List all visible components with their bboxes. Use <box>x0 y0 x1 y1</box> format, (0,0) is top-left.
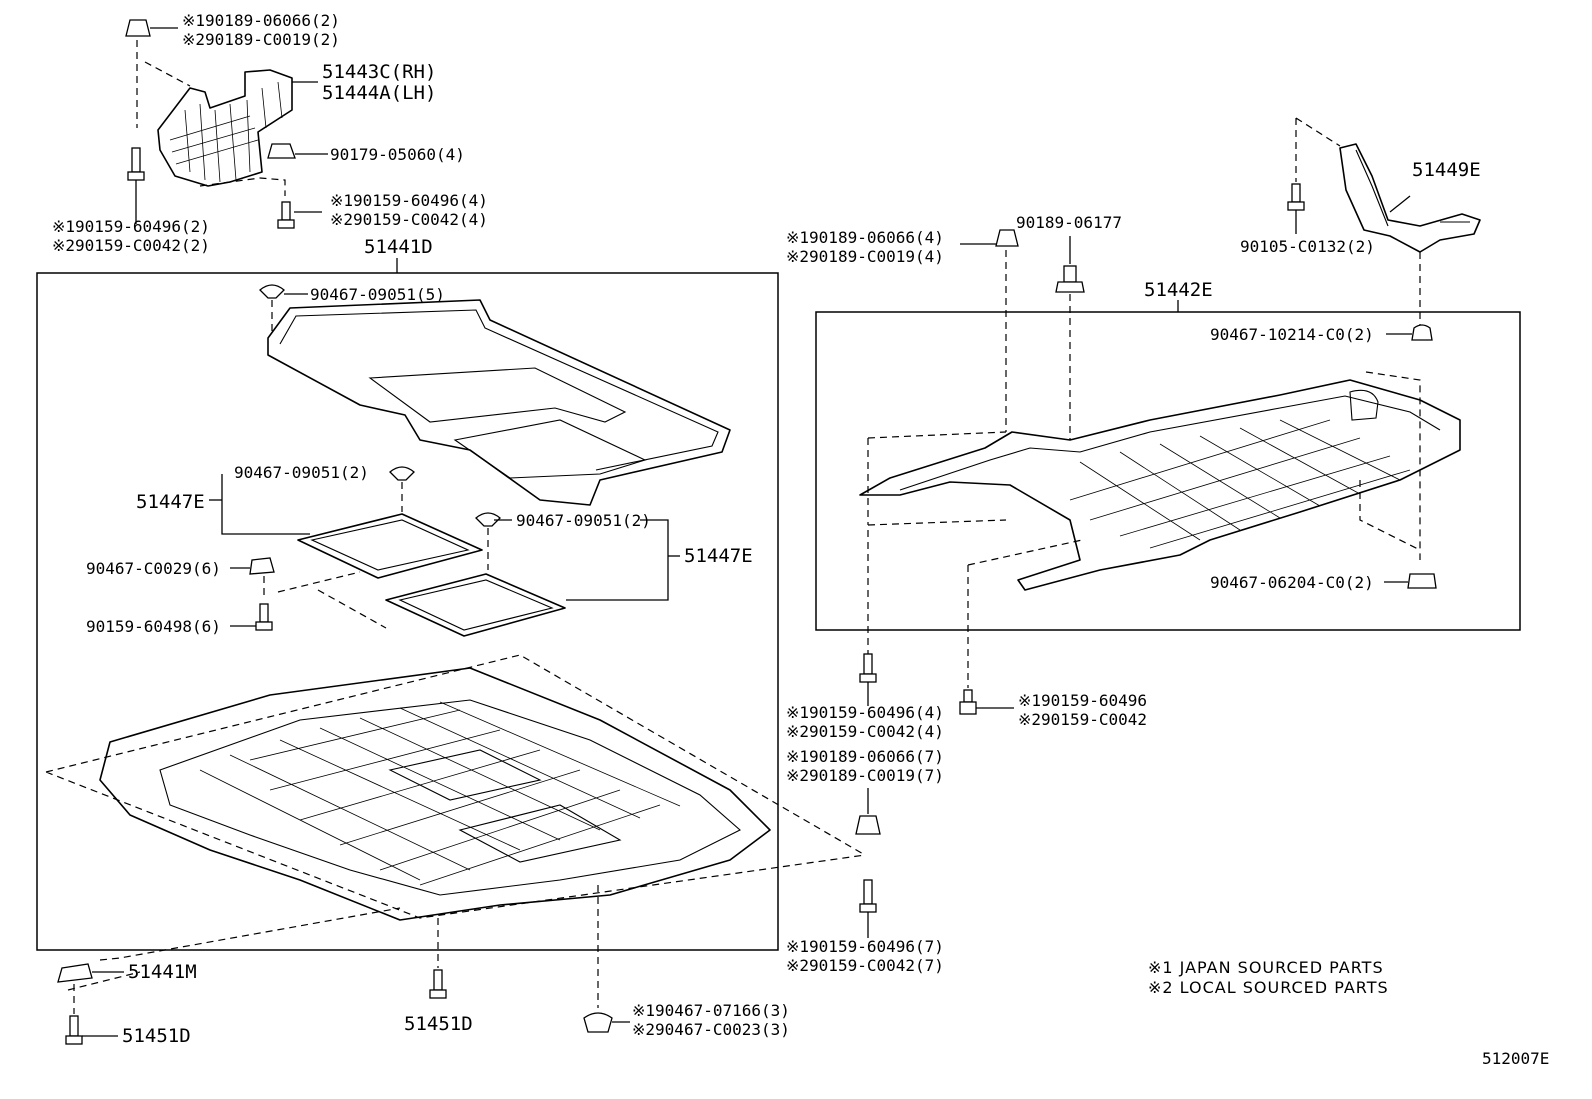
push-rivet-icon <box>259 284 285 299</box>
side-cover-assembly <box>125 19 328 229</box>
bolt-icon <box>859 653 877 683</box>
label-rb-local-a: ※290159-C0042(4) <box>786 722 944 741</box>
label-rb-japan-7: ※190159-60496(7) <box>786 937 944 956</box>
bolt-icon <box>1287 183 1305 211</box>
label-rb-japan-a: ※190159-60496(4) <box>786 703 944 722</box>
clip-icon <box>995 229 1019 247</box>
label-90467-2a: 90467-09051(2) <box>234 463 369 482</box>
label-rc-local-7: ※290189-C0019(7) <box>786 766 944 785</box>
bolt-icon <box>429 969 447 999</box>
small-panel-a <box>297 513 483 579</box>
label-90467-C0029: 90467-C0029(6) <box>86 559 221 578</box>
label-90179: 90179-05060(4) <box>330 145 465 164</box>
small-panel-b <box>385 573 566 637</box>
clip-icon <box>583 1012 613 1033</box>
assembly-box-51442E <box>815 311 1521 631</box>
label-clip-japan: ※190189-06066(2) <box>182 11 340 30</box>
label-clip-local-bottom: ※290467-C0023(3) <box>632 1020 790 1039</box>
label-51442E: 51442E <box>1144 279 1213 301</box>
label-90467-10214: 90467-10214-C0(2) <box>1210 325 1374 344</box>
label-90159-60498: 90159-60498(6) <box>86 617 221 636</box>
rear-under-cover-51442E <box>859 379 1461 591</box>
clip-icon <box>57 963 93 983</box>
leader-cover-clip <box>136 40 286 196</box>
bolt-icon <box>127 147 145 181</box>
clip-icon <box>1407 573 1437 589</box>
label-51451D-a: 51451D <box>122 1025 191 1047</box>
nut-icon <box>1055 265 1085 293</box>
assembly-box-51441D <box>36 272 779 951</box>
label-bolt-japan-left: ※190159-60496(2) <box>52 217 210 236</box>
label-51449E: 51449E <box>1412 159 1481 181</box>
bolt-icon <box>277 201 295 229</box>
note-japan-sourced: ※1 JAPAN SOURCED PARTS <box>1148 958 1384 977</box>
clip-icon <box>1411 324 1433 341</box>
clip-icon <box>855 815 881 835</box>
label-rb-japan-b: ※190159-60496 <box>1018 691 1147 710</box>
label-90467-2b: 90467-09051(2) <box>516 511 651 530</box>
bolt-icon <box>65 1015 83 1045</box>
label-bolt-local-mid: ※290159-C0042(4) <box>330 210 488 229</box>
label-90105: 90105-C0132(2) <box>1240 237 1375 256</box>
nut-icon <box>267 143 296 159</box>
label-bolt-local-left: ※290159-C0042(2) <box>52 236 210 255</box>
label-rb-local-b: ※290159-C0042 <box>1018 710 1147 729</box>
label-90467-5: 90467-09051(5) <box>310 285 445 304</box>
label-51444A: 51444A(LH) <box>322 82 436 104</box>
note-local-sourced: ※2 LOCAL SOURCED PARTS <box>1148 978 1389 997</box>
label-51441D: 51441D <box>364 236 433 258</box>
side-cover-part <box>157 69 293 187</box>
diagram-id: 512007E <box>1482 1049 1549 1068</box>
bolt-icon <box>959 689 977 715</box>
labels: ※190189-06066(2) ※290189-C0019(2) 51443C… <box>52 11 1549 1068</box>
label-rb-local-7: ※290159-C0042(7) <box>786 956 944 975</box>
label-bolt-japan-mid: ※190159-60496(4) <box>330 191 488 210</box>
label-rc-japan-7: ※190189-06066(7) <box>786 747 944 766</box>
nut-icon <box>249 557 275 575</box>
label-90189-06177: 90189-06177 <box>1016 213 1122 232</box>
bracket-51449E <box>1339 143 1481 253</box>
bolt-icon <box>859 879 877 913</box>
push-rivet-icon <box>475 512 501 527</box>
label-r-clip-japan: ※190189-06066(4) <box>786 228 944 247</box>
label-51443C: 51443C(RH) <box>322 61 436 83</box>
upper-cover-panel <box>267 299 731 506</box>
label-r-clip-local: ※290189-C0019(4) <box>786 247 944 266</box>
label-clip-local: ※290189-C0019(2) <box>182 30 340 49</box>
label-clip-japan-bottom: ※190467-07166(3) <box>632 1001 790 1020</box>
dashed-outline <box>45 654 866 919</box>
bolt-icon <box>255 603 273 631</box>
lower-under-cover <box>99 667 771 921</box>
label-51451D-b: 51451D <box>404 1013 473 1035</box>
push-rivet-icon <box>389 466 415 481</box>
label-90467-06204: 90467-06204-C0(2) <box>1210 573 1374 592</box>
label-51447E-a: 51447E <box>136 491 205 513</box>
clip-icon <box>125 19 151 37</box>
label-51447E-b: 51447E <box>684 545 753 567</box>
label-51441M: 51441M <box>128 961 197 983</box>
